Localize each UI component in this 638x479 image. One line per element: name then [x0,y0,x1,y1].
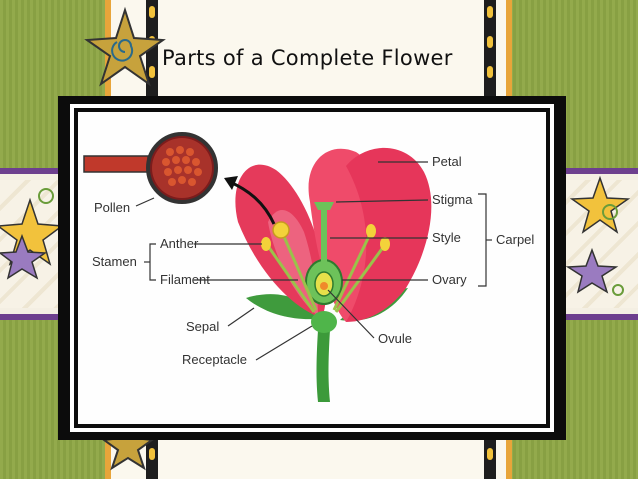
label-stigma: Stigma [432,192,473,207]
flower-illustration [83,132,492,402]
star-icon [84,6,166,87]
slide-title: Parts of a Complete Flower [162,46,453,70]
label-receptacle: Receptacle [182,352,248,367]
label-pollen: Pollen [94,200,131,215]
label-petal: Petal [432,154,462,169]
swirl-icon [38,188,624,296]
label-ovule: Ovule [378,331,412,346]
label-sepal: Sepal [186,319,220,334]
stem-shape [316,330,330,402]
star-icon [0,233,48,280]
stigma-shape [314,202,334,210]
receptacle-shape [311,311,337,333]
sepal-left-shape [246,294,326,320]
style-shape [321,208,327,264]
label-filament: Filament [160,272,210,287]
anther-shape [261,237,271,251]
label-ovary: Ovary [432,272,467,287]
star-icon [569,175,631,234]
leader-lines [135,161,492,361]
magnifier-handle [83,155,149,173]
star-icon [565,247,619,294]
ovule-shape [320,282,328,290]
star-icon [0,197,65,266]
label-style: Style [432,230,461,245]
label-anther: Anther [160,236,199,251]
label-carpel: Carpel [496,232,535,247]
flower-diagram: Petal Stigma Style Ovary Carpel Pollen S… [78,112,546,424]
label-stamen: Stamen [92,254,137,269]
petal-right-shape [346,147,432,322]
